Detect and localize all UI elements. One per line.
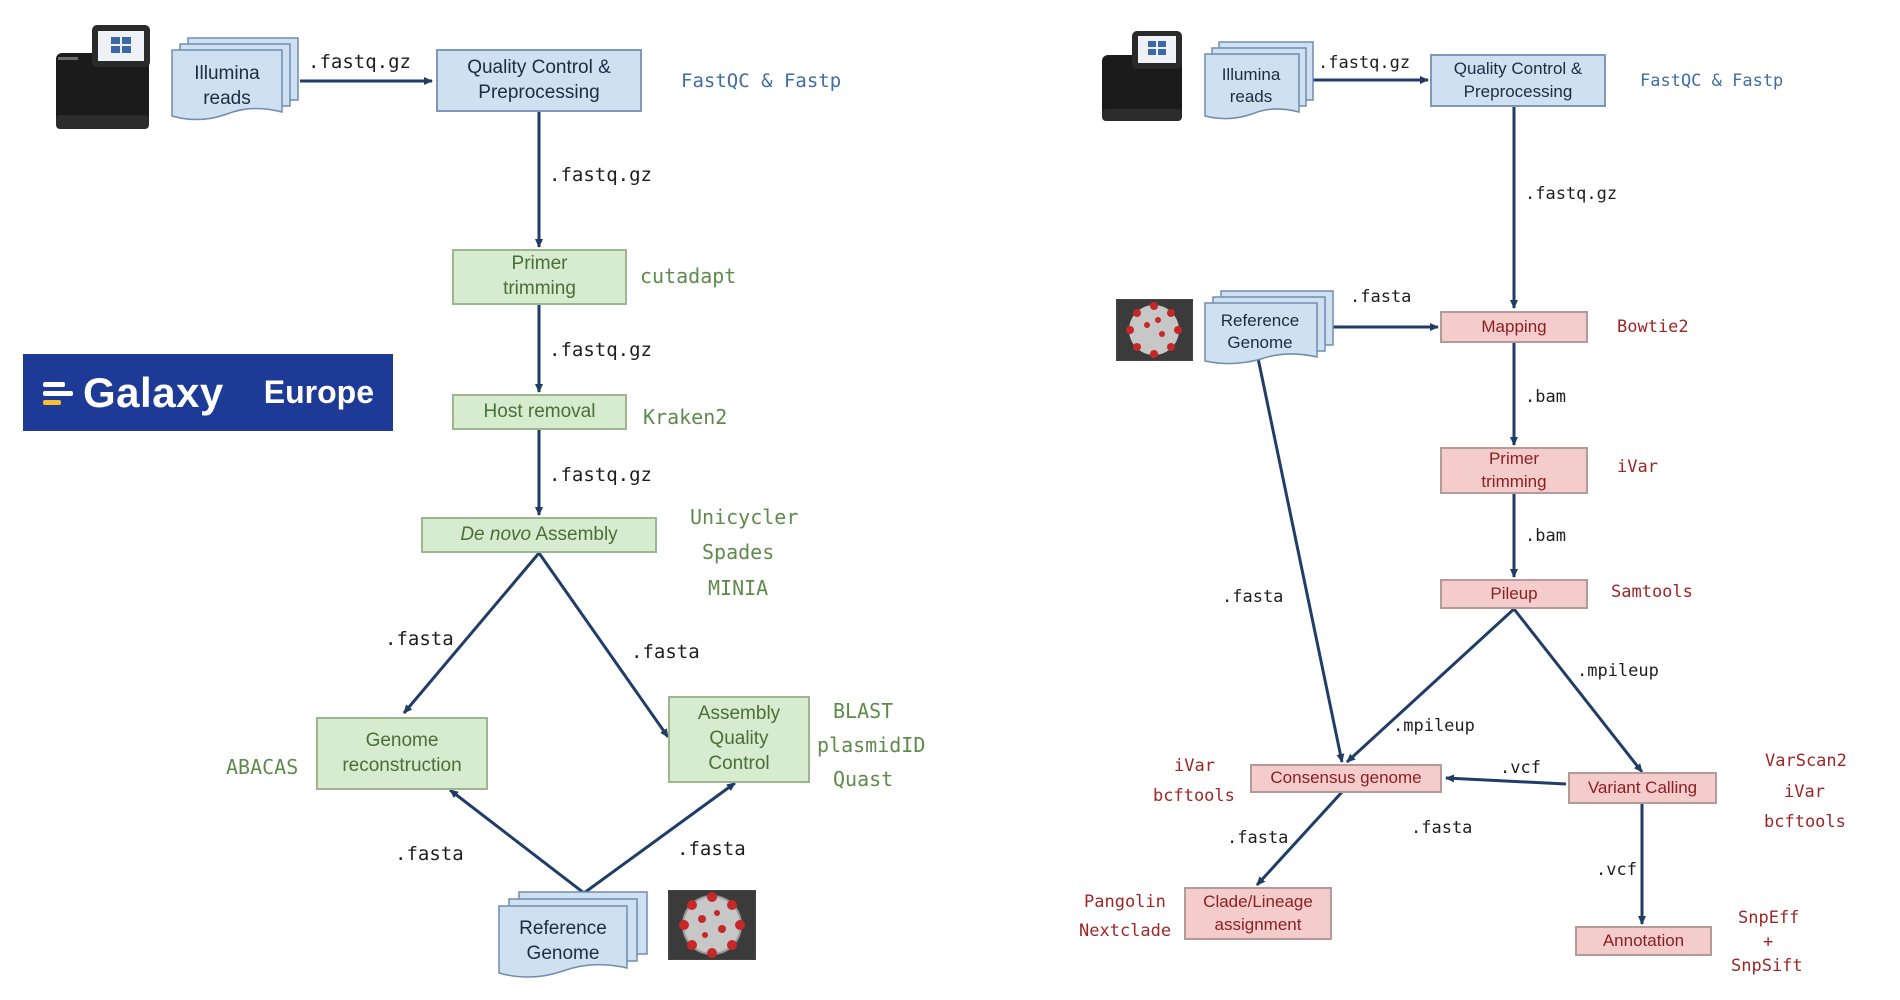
left-edge-primer-host: .fastq.gz xyxy=(549,339,652,361)
arrow-left-ref-genome xyxy=(449,788,585,895)
left-assembly-tool-1: Unicycler xyxy=(690,505,799,529)
right-primer-tools: iVar xyxy=(1617,457,1658,477)
left-reads-label: Illumina reads xyxy=(194,63,260,109)
arrow-left-ref-aqc xyxy=(583,781,736,895)
right-qc-tools: FastQC & Fastp xyxy=(1640,71,1784,91)
left-aqc-node: Assembly Quality Control xyxy=(668,696,810,783)
galaxy-logo-region: Europe xyxy=(263,374,375,410)
right-virus-image xyxy=(1116,299,1193,361)
arrow-right-pileup-variant xyxy=(1512,608,1644,773)
right-annotation-tool-2: + xyxy=(1763,932,1774,952)
right-edge-mapping-primer: .bam xyxy=(1525,387,1566,407)
left-genome-recon-tools: ABACAS xyxy=(226,755,299,779)
left-assembly-rest: Assembly xyxy=(531,523,618,545)
right-annotation-tool-1: SnpEff xyxy=(1738,908,1800,928)
left-virus-image xyxy=(668,890,756,960)
right-reference-docs xyxy=(1203,289,1335,367)
right-edge-variant-annotation: .vcf xyxy=(1596,860,1637,880)
left-host-tools: Kraken2 xyxy=(643,405,728,429)
left-assembly-tool-2: Spades xyxy=(702,540,775,564)
left-genome-recon-node: Genome reconstruction xyxy=(316,717,488,790)
right-mapping-node: Mapping xyxy=(1440,311,1588,343)
left-assembly-italic: De novo xyxy=(460,523,532,545)
arrow-left-assembly-genome xyxy=(402,552,541,714)
right-pileup-tools: Samtools xyxy=(1611,582,1693,602)
right-edge-qc-mapping: .fastq.gz xyxy=(1525,184,1618,204)
left-host-node: Host removal xyxy=(452,394,627,430)
right-annotation-node: Annotation xyxy=(1575,926,1712,956)
left-aqc-tool-3: Quast xyxy=(833,767,894,791)
left-edge-ref-genome: .fasta xyxy=(395,843,464,865)
left-qc-node: Quality Control & Preprocessing xyxy=(436,49,642,112)
arrow-right-variant-consensus xyxy=(1445,774,1567,786)
right-edge-variant-consensus: .vcf xyxy=(1500,758,1541,778)
left-aqc-tool-1: BLAST xyxy=(833,699,894,723)
right-edge-pileup-consensus: .mpileup xyxy=(1393,716,1475,736)
right-pileup-node: Pileup xyxy=(1440,579,1588,609)
left-primer-node: Primer trimming xyxy=(452,249,627,305)
left-edge-assembly-genome: .fasta xyxy=(385,628,454,650)
sequencer-icon xyxy=(52,23,153,131)
arrow-left-assembly-aqc xyxy=(537,552,670,738)
arrow-right-consensus-clade xyxy=(1255,790,1344,887)
right-edge-variant-clade: .fasta xyxy=(1411,818,1473,838)
right-variant-tool-3: bcftools xyxy=(1764,812,1846,832)
right-clade-node: Clade/Lineage assignment xyxy=(1184,887,1332,940)
left-assembly-node: De novo Assembly xyxy=(421,517,657,553)
right-consensus-tool-1: iVar xyxy=(1174,756,1215,776)
left-assembly-tool-3: MINIA xyxy=(708,576,769,600)
right-edge-reads-qc: .fastq.gz xyxy=(1318,53,1411,73)
right-reads-label: Illumina reads xyxy=(1221,64,1281,106)
sequencer-icon-right xyxy=(1100,29,1184,123)
right-reads-docs xyxy=(1203,40,1315,124)
left-edge-assembly-aqc: .fasta xyxy=(631,641,700,663)
left-edge-host-assembly: .fastq.gz xyxy=(549,464,652,486)
right-edge-primer-pileup: .bam xyxy=(1525,526,1566,546)
right-consensus-tool-2: bcftools xyxy=(1153,786,1235,806)
galaxy-logo-name: Galaxy xyxy=(83,368,224,416)
right-reference-label: Reference Genome xyxy=(1220,310,1300,352)
right-annotation-tool-3: SnpSift xyxy=(1731,956,1803,976)
right-edge-consensus-clade: .fasta xyxy=(1227,828,1289,848)
right-edge-ref-mapping: .fasta xyxy=(1350,287,1412,307)
right-edge-ref-consensus: .fasta xyxy=(1222,587,1284,607)
right-clade-tool-2: Nextclade xyxy=(1079,921,1172,941)
right-clade-tool-1: Pangolin xyxy=(1084,892,1166,912)
left-edge-qc-primer: .fastq.gz xyxy=(549,164,652,186)
right-mapping-tools: Bowtie2 xyxy=(1617,317,1689,337)
galaxy-europe-logo: Galaxy Europe xyxy=(23,354,393,431)
right-variant-tool-2: iVar xyxy=(1784,782,1825,802)
left-reference-docs xyxy=(497,890,649,983)
left-qc-tools: FastQC & Fastp xyxy=(681,70,842,92)
left-reference-label: Reference Genome xyxy=(519,918,607,964)
right-primer-node: Primer trimming xyxy=(1440,447,1588,494)
left-edge-reads-qc: .fastq.gz xyxy=(308,51,411,73)
left-primer-tools: cutadapt xyxy=(640,264,737,288)
right-edge-pileup-variant: .mpileup xyxy=(1577,661,1659,681)
right-variant-node: Variant Calling xyxy=(1568,772,1717,804)
right-consensus-node: Consensus genome xyxy=(1250,764,1442,793)
left-edge-ref-aqc: .fasta xyxy=(677,838,746,860)
arrow-right-ref-consensus xyxy=(1256,357,1345,763)
galaxy-logo-mark xyxy=(43,378,77,408)
arrow-right-pileup-consensus xyxy=(1345,607,1516,764)
left-reads-docs xyxy=(170,36,300,126)
left-aqc-tool-2: plasmidID xyxy=(817,733,926,757)
right-variant-tool-1: VarScan2 xyxy=(1765,751,1847,771)
right-qc-node: Quality Control & Preprocessing xyxy=(1430,54,1606,107)
